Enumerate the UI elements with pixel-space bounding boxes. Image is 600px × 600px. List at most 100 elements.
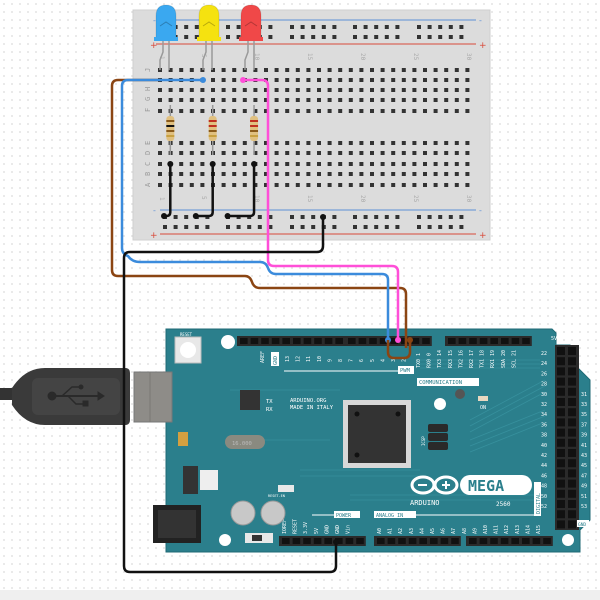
header-pin[interactable] (557, 520, 565, 529)
breadboard-hole[interactable] (444, 183, 449, 187)
breadboard-hole[interactable] (274, 141, 279, 145)
breadboard-hole[interactable] (465, 109, 470, 113)
breadboard-hole[interactable] (274, 88, 279, 92)
breadboard-hole[interactable] (454, 141, 459, 145)
rail-hole[interactable] (332, 25, 337, 29)
rail-hole[interactable] (268, 25, 273, 29)
header-pin[interactable] (557, 489, 565, 498)
breadboard-hole[interactable] (274, 151, 279, 155)
breadboard-hole[interactable] (444, 151, 449, 155)
header-pin[interactable] (440, 538, 449, 544)
rail-hole[interactable] (427, 215, 432, 219)
breadboard-hole[interactable] (179, 162, 184, 166)
breadboard-hole[interactable] (221, 162, 226, 166)
breadboard-hole[interactable] (211, 78, 215, 82)
rail-hole[interactable] (459, 225, 464, 229)
breadboard-hole[interactable] (179, 98, 184, 102)
rail-hole[interactable] (395, 225, 400, 229)
rail-hole[interactable] (427, 25, 432, 29)
header-pin[interactable] (282, 538, 290, 544)
breadboard-hole[interactable] (327, 98, 332, 102)
rail-hole[interactable] (236, 35, 241, 39)
breadboard-hole[interactable] (179, 141, 184, 145)
header-pin[interactable] (557, 449, 565, 457)
rail-hole[interactable] (257, 225, 262, 229)
breadboard-hole[interactable] (158, 183, 162, 187)
header-pin[interactable] (568, 449, 576, 457)
breadboard-hole[interactable] (338, 68, 343, 72)
breadboard-hole[interactable] (242, 98, 247, 102)
breadboard-hole[interactable] (264, 109, 268, 113)
breadboard-hole[interactable] (306, 151, 311, 155)
breadboard-hole[interactable] (338, 172, 343, 176)
breadboard-hole[interactable] (295, 151, 300, 155)
header-pin[interactable] (479, 538, 488, 544)
header-pin[interactable] (568, 367, 576, 376)
rail-hole[interactable] (417, 25, 421, 29)
breadboard-hole[interactable] (179, 183, 184, 187)
header-pin[interactable] (568, 500, 576, 508)
breadboard-hole[interactable] (327, 172, 332, 176)
header-pin[interactable] (390, 338, 398, 344)
breadboard-hole[interactable] (465, 68, 470, 72)
breadboard-hole[interactable] (200, 151, 205, 155)
breadboard-hole[interactable] (274, 162, 279, 166)
rail-hole[interactable] (417, 35, 421, 39)
breadboard-hole[interactable] (253, 141, 258, 145)
breadboard-hole[interactable] (189, 141, 194, 145)
header-pin[interactable] (532, 538, 541, 544)
breadboard-hole[interactable] (454, 78, 459, 82)
rail-hole[interactable] (290, 25, 294, 29)
breadboard-hole[interactable] (221, 98, 226, 102)
breadboard-hole[interactable] (338, 88, 343, 92)
breadboard-hole[interactable] (338, 151, 343, 155)
breadboard-hole[interactable] (295, 183, 300, 187)
breadboard-hole[interactable] (295, 109, 300, 113)
breadboard-hole[interactable] (295, 78, 300, 82)
header-pin[interactable] (568, 408, 576, 417)
header-pin[interactable] (324, 538, 332, 544)
breadboard-hole[interactable] (338, 98, 343, 102)
rail-hole[interactable] (353, 215, 357, 219)
breadboard-hole[interactable] (158, 162, 162, 166)
header-pin[interactable] (490, 338, 498, 344)
header-pin[interactable] (557, 398, 565, 406)
breadboard-hole[interactable] (200, 183, 205, 187)
header-pin[interactable] (568, 398, 576, 406)
breadboard-hole[interactable] (274, 183, 279, 187)
rail-hole[interactable] (311, 215, 316, 219)
header-pin[interactable] (557, 387, 565, 396)
breadboard-hole[interactable] (232, 98, 237, 102)
breadboard-hole[interactable] (401, 172, 406, 176)
breadboard-hole[interactable] (158, 109, 162, 113)
breadboard-hole[interactable] (423, 172, 427, 176)
header-pin[interactable] (568, 387, 576, 396)
breadboard-hole[interactable] (412, 162, 417, 166)
breadboard-hole[interactable] (348, 162, 353, 166)
header-pin[interactable] (335, 338, 343, 344)
rail-hole[interactable] (184, 215, 189, 219)
breadboard-hole[interactable] (370, 172, 374, 176)
header-pin[interactable] (511, 338, 520, 344)
breadboard-hole[interactable] (264, 141, 268, 145)
led-blue[interactable] (154, 4, 178, 70)
breadboard-hole[interactable] (423, 141, 427, 145)
breadboard-hole[interactable] (338, 78, 343, 82)
rail-hole[interactable] (236, 225, 241, 229)
header-pin[interactable] (250, 338, 259, 344)
breadboard-hole[interactable] (189, 68, 194, 72)
header-pin[interactable] (490, 538, 498, 544)
breadboard-hole[interactable] (200, 141, 205, 145)
wire-brown[interactable] (110, 78, 408, 348)
breadboard-hole[interactable] (317, 88, 321, 92)
header-pin[interactable] (568, 357, 576, 366)
breadboard-hole[interactable] (444, 68, 449, 72)
breadboard-hole[interactable] (444, 162, 449, 166)
breadboard-hole[interactable] (412, 88, 417, 92)
rail-hole[interactable] (268, 215, 273, 219)
header-pin[interactable] (313, 538, 322, 544)
breadboard-hole[interactable] (253, 183, 258, 187)
breadboard-hole[interactable] (306, 78, 311, 82)
breadboard-hole[interactable] (232, 172, 237, 176)
rail-hole[interactable] (395, 35, 400, 39)
